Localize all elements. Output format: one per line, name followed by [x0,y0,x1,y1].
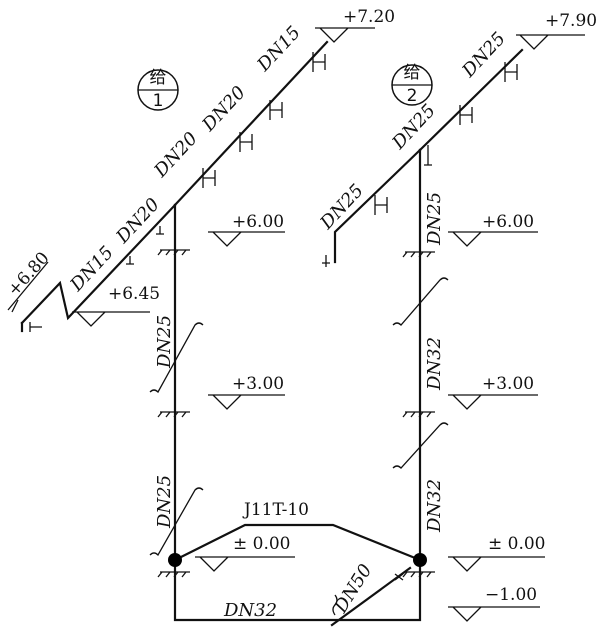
connecting-main-pipe [173,523,422,562]
pipe-label: DN20 [150,128,202,182]
pipe-label: DN25 [154,315,175,369]
pipe-label: DN25 [424,192,445,246]
pipe-break-mark [332,594,338,616]
system-1-lower-branch [20,203,177,325]
svg-text:+7.20: +7.20 [343,7,395,27]
elevation-marker: +3.00 [208,374,285,410]
elevation-marker: +7.90 [516,11,597,50]
bottom-main-pipe [173,558,422,622]
pipe-label: DN20 [198,82,250,136]
system-1-number: 1 [153,91,164,111]
elevation-marker: +6.80 [4,248,54,313]
elevation-marker: +7.20 [315,7,395,43]
svg-text:+6.00: +6.00 [482,212,534,232]
pipe-label: DN32 [424,479,445,533]
valve-label: J11T-10 [242,500,309,520]
system-2-side-branch [333,148,422,264]
pipe-label: DN25 [388,100,440,154]
pipe-label: DN25 [458,28,510,82]
elevation-marker: +6.00 [208,212,285,247]
svg-text:± 0.00: ± 0.00 [233,534,291,554]
svg-text:+6.80: +6.80 [4,248,54,300]
pipe-label: DN20 [112,194,164,248]
svg-text:+7.90: +7.90 [545,11,597,31]
valve-x-mark [394,573,404,581]
svg-text:± 0.00: ± 0.00 [488,534,546,554]
pipe-label: DN32 [424,337,445,391]
pipe-label: DN32 [223,600,277,621]
elevation-marker: −1.00 [448,585,540,622]
system-2-char: 给 [404,63,421,83]
elevation-marker: +6.00 [448,212,538,247]
elevation-marker: ± 0.00 [448,534,546,572]
elevation-marker: ± 0.00 [195,534,295,572]
system-2-circle: 给 2 [391,63,433,106]
system-1-char: 给 [150,68,167,88]
svg-text:−1.00: −1.00 [485,585,537,605]
svg-text:+6.45: +6.45 [108,284,160,304]
svg-text:+3.00: +3.00 [482,374,534,394]
system-1-upper-branch [173,40,329,207]
pipe-label: DN15 [253,22,305,76]
riser-break-marks [149,277,449,557]
pipe-label: DN25 [154,475,175,529]
floor-hatches [157,249,435,578]
system-2-number: 2 [407,86,418,106]
dn50-main-pipe [330,566,412,627]
svg-text:+3.00: +3.00 [232,374,284,394]
svg-text:+6.00: +6.00 [232,212,284,232]
fixture-taps [29,52,518,332]
valve-1-dot [168,553,182,567]
elevation-marker: +6.45 [72,284,160,327]
system-1-circle: 给 1 [137,68,179,111]
elevation-marker: +3.00 [448,374,538,410]
valve-2-dot [413,553,427,567]
